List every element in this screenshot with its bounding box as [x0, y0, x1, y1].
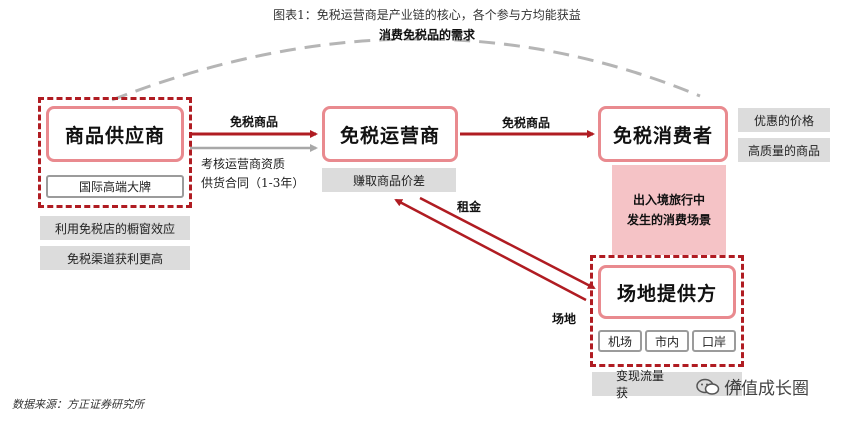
venue-arrow: [394, 198, 587, 302]
venue-type-port: 口岸: [692, 330, 736, 352]
figure-title: 图表1：免税运营商是产业链的核心，各个参与方均能获益: [273, 8, 581, 22]
travel-scene-band: 出入境旅行中 发生的消费场景: [612, 165, 726, 255]
contract-line-2: 供货合同（1-3年）: [201, 176, 305, 190]
consumer-node: 免税消费者: [598, 106, 728, 162]
venue-frame: [590, 255, 744, 367]
venue-node: 场地提供方: [598, 265, 736, 319]
scene-line-2: 发生的消费场景: [626, 213, 711, 227]
operator-benefit: 赚取商品价差: [322, 168, 456, 192]
demand-arc: [111, 37, 701, 102]
watermark: 价值成长圈: [696, 374, 809, 399]
contract-line-1: 考核运营商资质: [201, 157, 286, 171]
supplier-node: 商品供应商: [46, 106, 184, 162]
venue-benefit-text: 变现流量获: [616, 369, 665, 400]
consumer-benefit-1: 优惠的价格: [738, 108, 830, 132]
rent-arrow: [419, 196, 596, 290]
supplier-benefit-2: 免税渠道获利更高: [40, 246, 190, 270]
venue-arrow-label: 场地: [552, 312, 577, 326]
operator-node: 免税运营商: [322, 106, 458, 162]
operator-consumer-label: 免税商品: [502, 116, 551, 130]
supplier-tag: 国际高端大牌: [46, 175, 184, 198]
source-note: 数据来源：方正证券研究所: [12, 398, 144, 411]
venue-benefit-tail: 益: [729, 377, 742, 392]
venue-type-airport: 机场: [598, 330, 642, 352]
supplier-operator-label: 免税商品: [230, 115, 279, 129]
venue-type-downtown: 市内: [645, 330, 689, 352]
supplier-frame: [38, 97, 192, 208]
supplier-benefit-1: 利用免税店的橱窗效应: [40, 216, 190, 240]
consumer-benefit-2: 高质量的商品: [738, 138, 830, 162]
wechat-icon: [696, 378, 720, 396]
demand-arc-label: 消费免税品的需求: [378, 28, 475, 42]
watermark-text: 价值成长圈: [724, 379, 809, 399]
scene-line-1: 出入境旅行中: [632, 193, 705, 207]
rent-label: 租金: [457, 200, 482, 214]
